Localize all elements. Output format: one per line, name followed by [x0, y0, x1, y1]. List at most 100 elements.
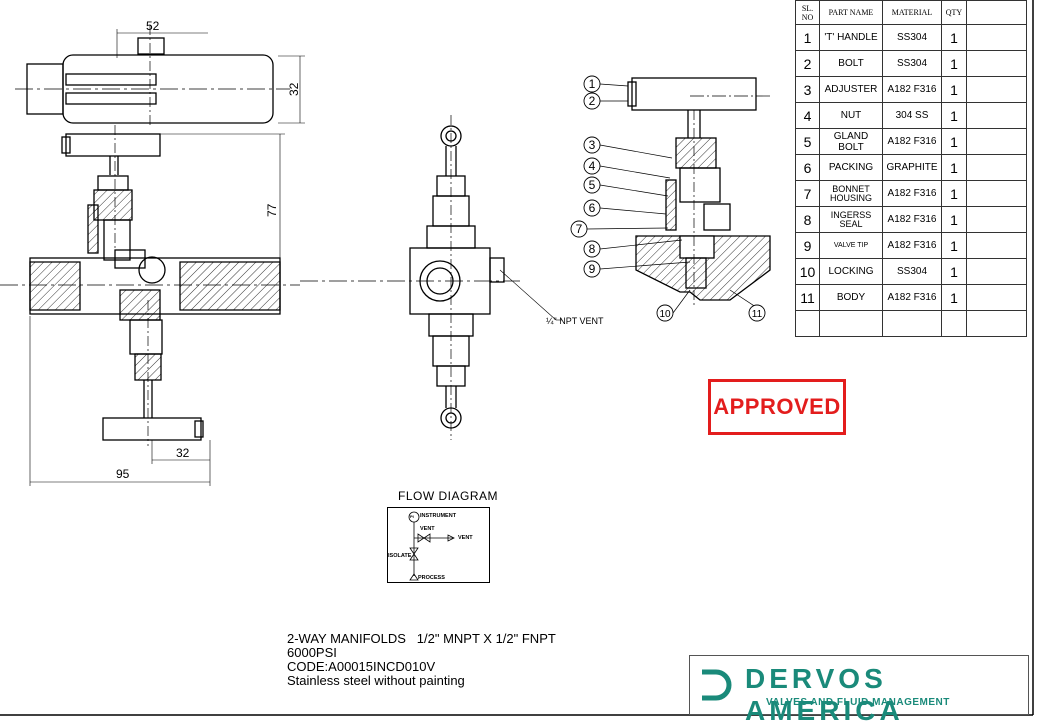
balloon-label: 7	[576, 222, 583, 236]
qty-cell: 1	[941, 258, 967, 285]
part-number-cell: 9	[795, 232, 820, 259]
balloon-1: 1	[583, 75, 629, 93]
blank-cell	[966, 128, 1027, 155]
part-name-cell: PACKING	[819, 154, 883, 181]
part-number-cell: 2	[795, 50, 820, 77]
header-part-name: PART NAME	[819, 0, 883, 25]
balloon-6: 6	[583, 199, 667, 217]
section-view	[0, 125, 300, 486]
part-number-cell: 1	[795, 24, 820, 51]
header-sl-no: SL. NO	[795, 0, 820, 25]
note-line-4: Stainless steel without painting	[287, 673, 465, 688]
balloon-4: 4	[583, 157, 671, 179]
balloon-label: 6	[589, 201, 596, 215]
blank-cell	[966, 232, 1027, 259]
note-line-1: 2-WAY MANIFOLDS 1/2" MNPT X 1/2" FNPT	[287, 631, 556, 646]
balloon-label: 2	[589, 94, 596, 108]
logo-name: DERVOS AMERICA	[745, 663, 904, 726]
part-name-cell: BONNET HOUSING	[819, 180, 883, 207]
balloon-10: 10	[656, 289, 691, 322]
flow-isolate-label: ISOLATE	[388, 553, 412, 559]
material-cell: GRAPHITE	[882, 154, 942, 181]
empty-cell	[819, 310, 883, 337]
header-material: MATERIAL	[882, 0, 942, 25]
parts-table-header: SL. NO PART NAME MATERIAL QTY	[795, 0, 1027, 25]
blank-cell	[966, 24, 1027, 51]
blank-cell	[966, 154, 1027, 181]
part-number-cell: 4	[795, 102, 820, 129]
flow-vent-right-label: VENT	[458, 535, 473, 541]
part-name-cell: VALVE TIP	[819, 232, 883, 259]
qty-cell: 1	[941, 50, 967, 77]
material-cell: SS304	[882, 258, 942, 285]
empty-cell	[966, 310, 1027, 337]
flow-instrument-label: INSTRUMENT	[420, 513, 457, 519]
side-view	[300, 115, 562, 440]
flow-diagram-title: FLOW DIAGRAM	[398, 489, 499, 503]
part-number-cell: 10	[795, 258, 820, 285]
gauge-symbol: PI	[410, 514, 414, 519]
note-line-3: CODE:A00015INCD010V	[287, 659, 436, 674]
blank-cell	[966, 102, 1027, 129]
balloon-label: 8	[589, 242, 596, 256]
material-cell: A182 F316	[882, 76, 942, 103]
empty-cell	[941, 310, 967, 337]
flow-vent-top-label: VENT	[420, 526, 435, 532]
qty-cell: 1	[941, 232, 967, 259]
material-cell: A182 F316	[882, 206, 942, 233]
part-number-cell: 6	[795, 154, 820, 181]
part-name-cell: LOCKING	[819, 258, 883, 285]
qty-cell: 1	[941, 102, 967, 129]
dim-bottom-width: 32	[176, 446, 190, 460]
company-logo: DERVOS AMERICA VALVES AND FLUID MANAGEME…	[689, 655, 1029, 726]
part-number-cell: 3	[795, 76, 820, 103]
flow-diagram-symbols	[408, 511, 455, 581]
part-number-cell: 5	[795, 128, 820, 155]
approved-stamp: APPROVED	[708, 379, 846, 435]
parts-table: SL. NO PART NAME MATERIAL QTY 1'T' HANDL…	[795, 0, 1027, 337]
material-cell: A182 F316	[882, 180, 942, 207]
balloon-label: 4	[589, 159, 596, 173]
logo-mark-icon	[702, 669, 732, 701]
header-blank	[966, 0, 1027, 25]
logo-tagline: VALVES AND FLUID MANAGEMENT	[766, 697, 950, 708]
flow-diagram: PI INSTRUMENT VENT VENT ISOLATE PROCESS	[387, 507, 490, 583]
material-cell: 304 SS	[882, 102, 942, 129]
qty-cell: 1	[941, 180, 967, 207]
part-number-cell: 11	[795, 284, 820, 311]
balloon-label: 1	[589, 77, 596, 91]
dim-top-height: 32	[287, 82, 301, 96]
vent-note: ¼" NPT VENT	[546, 316, 604, 326]
part-number-cell: 8	[795, 206, 820, 233]
balloon-label: 9	[589, 262, 596, 276]
part-name-cell: BODY	[819, 284, 883, 311]
qty-cell: 1	[941, 284, 967, 311]
part-name-cell: 'T' HANDLE	[819, 24, 883, 51]
dim-front-height: 77	[265, 203, 279, 217]
blank-cell	[966, 284, 1027, 311]
blank-cell	[966, 180, 1027, 207]
qty-cell: 1	[941, 76, 967, 103]
empty-row	[795, 310, 1027, 337]
balloon-5: 5	[583, 176, 669, 197]
balloon-label: 5	[589, 178, 596, 192]
balloon-3: 3	[583, 136, 673, 159]
part-name-cell: INGERSS SEAL	[819, 206, 883, 233]
balloon-2: 2	[583, 92, 628, 110]
blank-cell	[966, 206, 1027, 233]
empty-cell	[882, 310, 942, 337]
flow-process-label: PROCESS	[418, 575, 445, 581]
blank-cell	[966, 50, 1027, 77]
balloon-label: 3	[589, 138, 596, 152]
